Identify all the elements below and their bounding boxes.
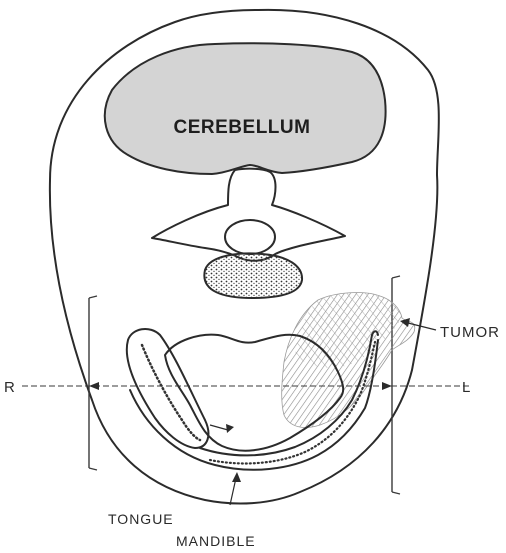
- mandible-arrowhead: [232, 472, 241, 482]
- vertebral-body: [204, 253, 302, 298]
- mandible-leader: [230, 478, 236, 505]
- right-bracket: [89, 296, 97, 470]
- right-arrowhead: [89, 382, 99, 390]
- tongue-arrowhead: [226, 424, 234, 433]
- tongue-label: TONGUE: [108, 511, 174, 527]
- right-side-label: R: [4, 379, 16, 396]
- tumor-label: TUMOR: [440, 324, 500, 341]
- right-mandible-ramus: [127, 329, 209, 448]
- left-arrowhead: [382, 382, 392, 390]
- tongue-leader: [210, 425, 228, 430]
- left-side-label: L: [462, 379, 471, 396]
- spinal-canal: [225, 220, 275, 254]
- cerebellum-label: CEREBELLUM: [174, 117, 311, 138]
- mandible-label: MANDIBLE: [176, 533, 256, 549]
- vertebra-outline: [152, 169, 345, 261]
- cerebellum-region: [105, 43, 386, 174]
